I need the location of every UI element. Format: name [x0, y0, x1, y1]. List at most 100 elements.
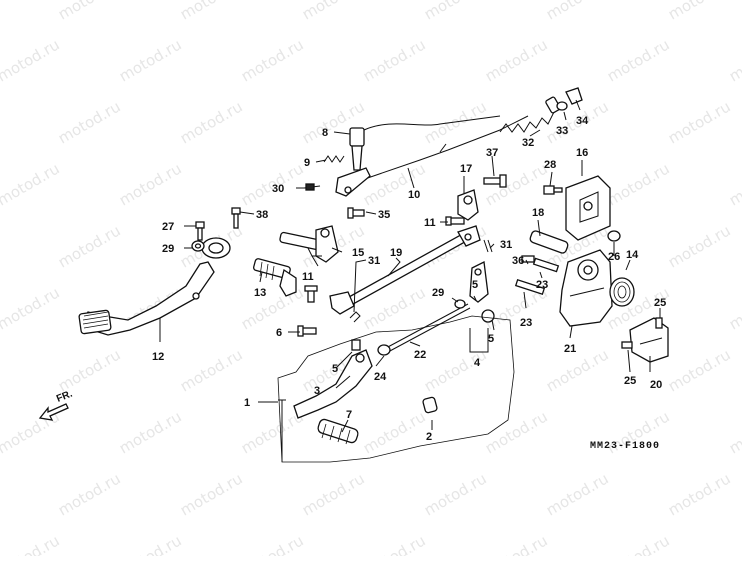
front-arrow-icon [38, 403, 69, 421]
part-2-collar [422, 396, 438, 414]
callout-8: 8 [322, 127, 328, 139]
part-15-arm [279, 225, 339, 263]
watermark-text: motod.ru [116, 531, 185, 556]
callout-30: 30 [272, 183, 284, 195]
watermark-text: motod.ru [421, 0, 490, 23]
watermark-text: motod.ru [55, 0, 124, 23]
part-35-bolt [347, 207, 365, 219]
callout-23: 23 [536, 279, 548, 291]
callout-1: 1 [244, 397, 250, 409]
watermark-text: motod.ru [55, 469, 124, 519]
leader-lines [159, 99, 661, 462]
watermark-text: motod.ru [0, 469, 2, 519]
part-11-bolt [304, 285, 318, 303]
callout-16: 16 [576, 147, 588, 159]
watermark-text: motod.ru [360, 531, 429, 556]
callout-2: 2 [426, 431, 432, 443]
part-29-washer [191, 240, 205, 252]
watermark-text: motod.ru [0, 159, 63, 209]
callout-3: 3 [314, 385, 320, 397]
part-33-washer [556, 101, 568, 111]
part-37-bolt [483, 174, 507, 188]
callout-labels: 1 2 3 4 5 5 5 6 7 8 9 10 11 11 12 13 14 … [152, 115, 666, 443]
callout-32: 32 [522, 137, 534, 149]
part-10-cable [335, 115, 529, 197]
part-32-spring [499, 96, 561, 133]
callout-38: 38 [256, 209, 268, 221]
watermark-text: motod.ru [421, 469, 490, 519]
callout-14: 14 [626, 249, 639, 261]
watermark-text: motod.ru [0, 221, 2, 271]
callout-4: 4 [474, 357, 481, 369]
callout-13: 13 [254, 287, 266, 299]
watermark-text: motod.ru [543, 345, 612, 395]
watermark-text: motod.ru [726, 283, 742, 333]
part-3-shift-arm [293, 349, 373, 419]
part-25-bolt-b [621, 341, 633, 349]
callout-17: 17 [460, 163, 472, 175]
watermark-text: motod.ru [0, 35, 63, 85]
watermark-text: motod.ru [116, 159, 185, 209]
watermark-text: motod.ru [299, 0, 368, 23]
watermark-text: motod.ru [0, 531, 63, 556]
watermark-text: motod.ru [0, 345, 2, 395]
part-28-bolt [543, 185, 563, 195]
callout-18: 18 [532, 207, 544, 219]
part-31-cotter-pin-b [483, 239, 493, 253]
part-36-pin [521, 255, 535, 263]
watermark-text: motod.ru [55, 97, 124, 147]
callout-10: 10 [408, 189, 420, 201]
part-23-bolt [532, 257, 560, 273]
part-17-joint [457, 189, 479, 221]
watermark-text: motod.ru [604, 159, 673, 209]
watermark-text: motod.ru [0, 283, 63, 333]
part-8-switch [349, 127, 365, 171]
callout-9: 9 [304, 157, 310, 169]
watermark-text: motod.ru [665, 221, 734, 271]
part-26-washer [607, 230, 621, 242]
watermark-text: motod.ru [482, 531, 551, 556]
watermark-text: motod.ru [604, 35, 673, 85]
callout-25: 25 [654, 297, 666, 309]
watermark-text: motod.ru [665, 0, 734, 23]
part-21-plate [559, 249, 613, 327]
watermark-text: motod.ru [238, 35, 307, 85]
watermark-text: motod.ru [360, 35, 429, 85]
part-23-bolt-b [514, 279, 546, 295]
callout-35: 35 [378, 209, 390, 221]
callout-27: 27 [162, 221, 174, 233]
callout-36: 36 [512, 255, 524, 267]
part-20-bracket [629, 317, 669, 363]
watermark-text: motod.ru [421, 345, 490, 395]
callout-25: 25 [624, 375, 636, 387]
watermark-text: motod.ru [360, 159, 429, 209]
part-18-pivot [529, 230, 569, 254]
part-14-return-spring [609, 277, 635, 307]
part-27-bolt [195, 221, 205, 241]
callout-15: 15 [352, 247, 364, 259]
watermark-text: motod.ru [55, 345, 124, 395]
callout-12: 12 [152, 351, 164, 363]
diagram-code: MM23-F1800 [590, 441, 660, 452]
watermark-text: motod.ru [0, 0, 2, 23]
watermark-text: motod.ru [726, 35, 742, 85]
watermark-text: motod.ru [726, 531, 742, 556]
part-13-pivot-shaft [253, 258, 297, 297]
callout-20: 20 [650, 379, 662, 391]
watermark-text: motod.ru [360, 407, 429, 457]
callout-19: 19 [390, 247, 402, 259]
part-5-bolt [351, 339, 361, 351]
callout-37: 37 [486, 147, 498, 159]
callout-7: 7 [346, 409, 352, 421]
part-4-link-set [469, 261, 495, 323]
callout-29: 29 [162, 243, 174, 255]
part-38-bolt [231, 207, 241, 229]
watermark-text: motod.ru [543, 469, 612, 519]
watermark-text: motod.ru [238, 531, 307, 556]
part-34-nut [565, 87, 583, 105]
callout-11: 11 [302, 271, 314, 283]
callout-28: 28 [544, 159, 556, 171]
part-11-bolt-b [445, 216, 465, 226]
watermark-text: motod.ru [177, 0, 246, 23]
